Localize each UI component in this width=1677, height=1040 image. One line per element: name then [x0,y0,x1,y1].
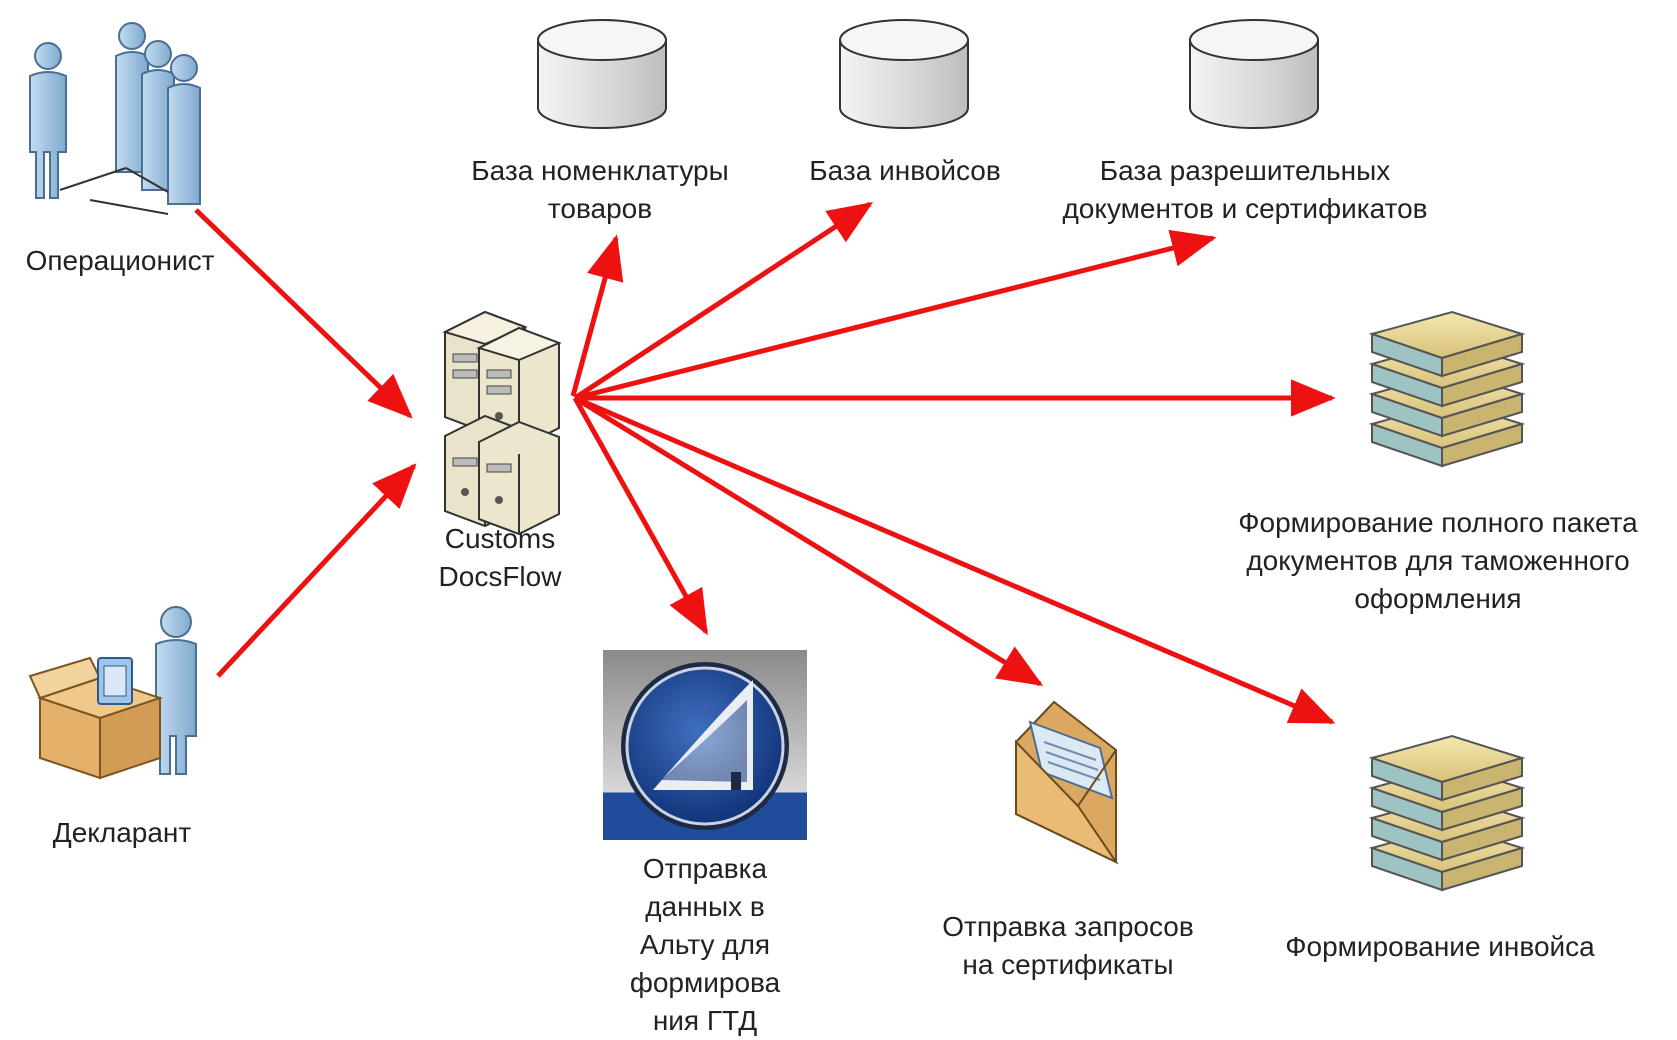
alta-logo-icon [603,650,807,840]
database-icon [1189,19,1319,129]
arrow-hub-to-invoice-db [573,201,874,401]
cert-requests-label: Отправка запросов на сертификаты [942,911,1194,980]
hub-label: Customs DocsFlow [438,523,562,592]
arrow-operator-to-hub [194,208,413,419]
arrow-declarant-to-hub [216,463,417,678]
operator-label: Операционист [25,245,215,276]
declarant-label: Декларант [52,817,192,848]
arrow-hub-to-invoice-gen [574,395,1336,725]
alta-label: Отправка данных в Альту для формирова ни… [629,853,781,1036]
arrow-hub-to-permits-db [574,229,1217,401]
nomenclature-db-label: База номенклатуры товаров [471,155,729,224]
arrow-hub-to-nomenclature-db [570,234,624,397]
database-icon [839,19,969,129]
arrow-hub-to-alta [572,396,709,636]
person-with-package-icon [28,606,197,780]
document-stack-icon [1368,310,1526,468]
invoice-gen-label: Формирование инвойса [1285,931,1595,962]
database-icon [537,19,667,129]
arrow-hub-to-cert-requests [573,395,1044,687]
arrows [194,201,1336,725]
document-stack-icon [1368,734,1526,892]
envelope-icon [1015,700,1119,865]
full-package-label: Формирование полного пакета документов д… [1238,507,1638,614]
user-group-icon [29,22,201,215]
permits-db-label: База разрешительных документов и сертифи… [1062,155,1428,224]
invoice-db-label: База инвойсов [809,155,1001,186]
server-rack-icon [442,310,562,536]
